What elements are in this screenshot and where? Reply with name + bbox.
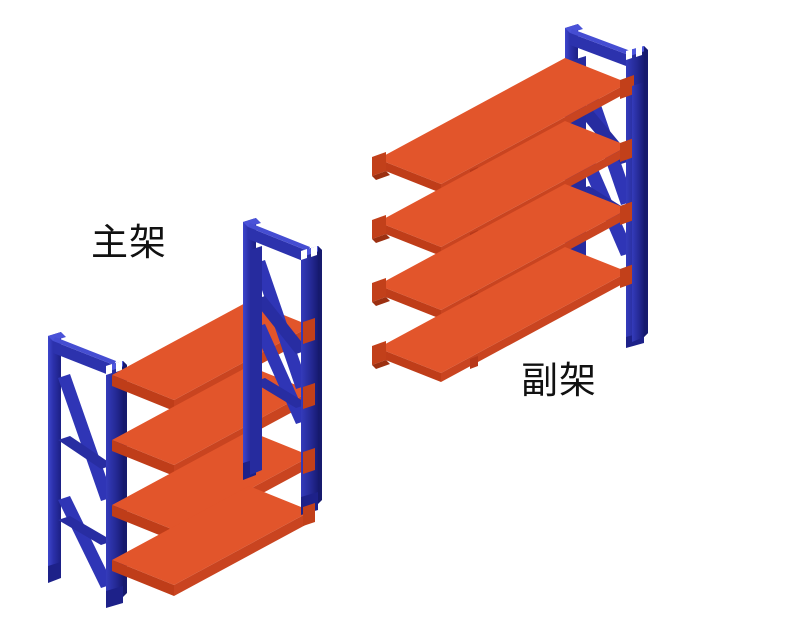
main-left-frame [48,332,127,608]
extension-top-tie [570,29,636,69]
extension-front-post-overlay [632,82,648,342]
main-shelf-connectors-right [303,318,315,526]
extension-rack [372,24,648,382]
extension-rack-label: 副架 [521,359,597,402]
main-right-frame [243,218,322,515]
main-shelf-4 [112,486,311,596]
main-rack-label: 主架 [91,221,167,264]
extension-shelf-4 [372,247,634,382]
main-rack [48,218,322,608]
